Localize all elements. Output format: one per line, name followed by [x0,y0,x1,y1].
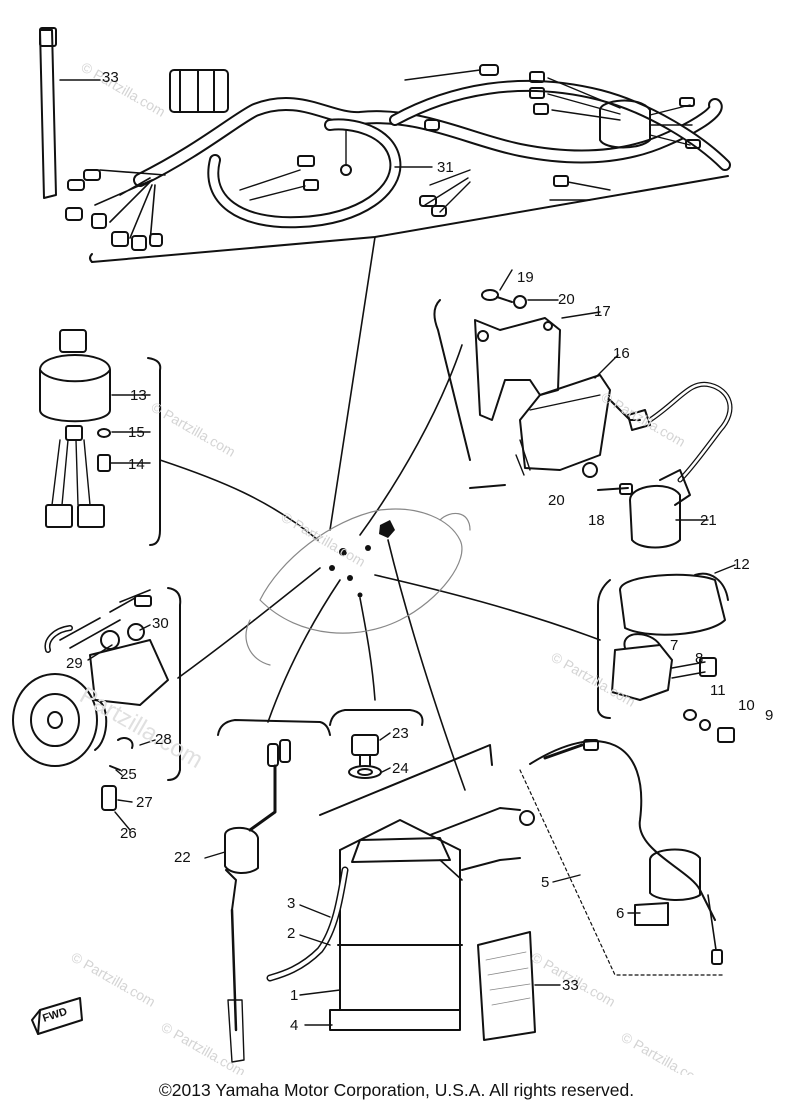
callout-28: 28 [155,731,172,748]
callout-23: 23 [392,725,409,742]
callout-16: 16 [613,345,630,362]
callout-18: 18 [588,512,605,529]
horn-group [12,587,182,811]
neutral-lead-group [217,719,331,1063]
band [39,27,101,199]
callout-3: 3 [287,895,295,912]
callout-29: 29 [66,655,83,672]
callout-6: 6 [616,905,624,922]
callout-leaders [87,166,736,1026]
callout-10: 10 [738,697,755,714]
callout-1: 1 [290,987,298,1004]
callout-27: 27 [136,794,153,811]
callout-25: 25 [120,766,137,783]
watermark-large: Partzilla.com [75,682,207,774]
callout-15: 15 [128,424,145,441]
callout-21: 21 [700,512,717,529]
callout-19: 19 [517,269,534,286]
watermark: © Partzilla.com [69,949,159,1010]
neutral-switch-group [329,709,424,779]
callout-13: 13 [130,387,147,404]
callout-2: 2 [287,925,295,942]
callout-26: 26 [120,825,137,842]
callout-17: 17 [594,303,611,320]
leader-lines [159,236,601,791]
wire-harness [65,64,731,263]
motorcycle-outline [245,508,471,666]
callout-9: 9 [765,707,773,724]
callout-11: 11 [710,682,726,699]
callout-33: 33 [562,977,579,994]
callout-31: 31 [437,159,454,176]
callout-30: 30 [152,615,169,632]
callout-numbers: 33 31 19 20 17 16 13 15 14 20 18 21 12 3… [66,69,773,1034]
fwd-arrow [31,997,83,1035]
callout-22: 22 [174,849,191,866]
watermark: © Partzilla.com [149,399,239,460]
battery-group [266,739,726,1041]
callout-20: 20 [558,291,575,308]
callout-8: 8 [695,650,703,667]
callout-20b: 20 [548,492,565,509]
callout-4: 4 [290,1017,298,1034]
watermark: © Partzilla.com [549,649,639,710]
callout-24: 24 [392,760,409,777]
watermark: © Partzilla.com [79,59,169,120]
callout-7: 7 [670,637,678,654]
callout-14: 14 [128,456,145,473]
watermark: © Partzilla.com [619,1029,709,1075]
mount-points [329,520,395,598]
ignition-coil-group [433,289,733,549]
flasher-rectifier-group [597,572,735,743]
wiring-diagram: © Partzilla.com © Partzilla.com © Partzi… [12,27,773,1075]
callout-12: 12 [733,556,750,573]
callout-5: 5 [541,874,549,891]
copyright-notice: ©2013 Yamaha Motor Corporation, U.S.A. A… [158,1080,635,1100]
callout-32: 33 [102,69,119,86]
